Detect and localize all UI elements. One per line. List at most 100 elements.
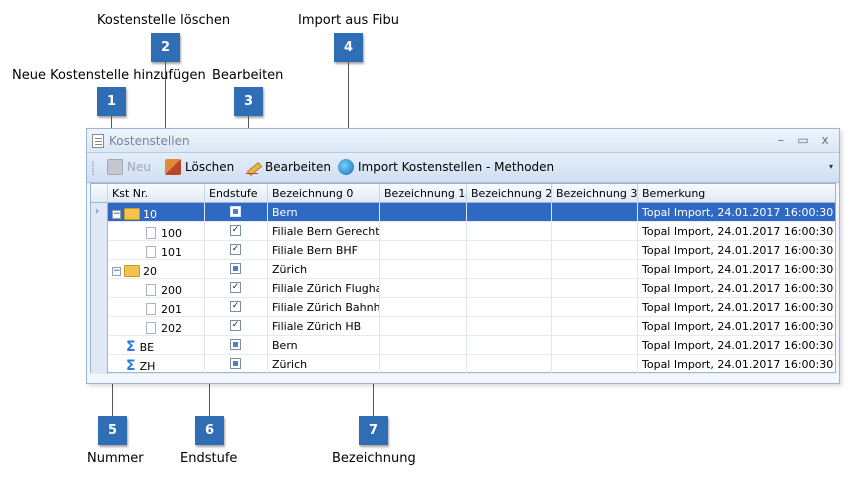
cell-bezeichnung-1[interactable]: [380, 279, 467, 298]
cell-kst-nr[interactable]: 101: [108, 241, 205, 260]
cell-kst-nr[interactable]: 200: [108, 279, 205, 298]
cell-endstufe[interactable]: [205, 203, 268, 222]
endstufe-checkbox[interactable]: ✓: [230, 301, 241, 312]
cell-endstufe[interactable]: [205, 355, 268, 374]
cell-bemerkung[interactable]: Topal Import, 24.01.2017 16:00:30: [642, 263, 834, 276]
cell-bezeichnung-1[interactable]: [380, 317, 467, 336]
cell-bemerkung[interactable]: Topal Import, 24.01.2017 16:00:30: [642, 358, 834, 371]
close-button[interactable]: x: [821, 133, 829, 147]
cell-bezeichnung-3[interactable]: [552, 222, 638, 241]
row-selector[interactable]: [91, 222, 108, 241]
endstufe-checkbox[interactable]: ✓: [230, 244, 241, 255]
row-selector[interactable]: [91, 298, 108, 317]
toolbar-grip[interactable]: [92, 161, 94, 175]
cell-bezeichnung-0[interactable]: Filiale Bern BHF: [268, 241, 380, 260]
edit-button[interactable]: Bearbeiten: [245, 159, 331, 175]
table-row[interactable]: 201✓Filiale Zürich Bahnh...Topal Import,…: [91, 298, 835, 317]
cell-bezeichnung-2[interactable]: [467, 298, 552, 317]
cell-bezeichnung-2[interactable]: [467, 260, 552, 279]
cell-bezeichnung-3[interactable]: [552, 355, 638, 374]
row-selector[interactable]: [91, 317, 108, 336]
title-bar[interactable]: Kostenstellen – ▭ x: [87, 129, 839, 153]
cell-bemerkung[interactable]: Topal Import, 24.01.2017 16:00:30: [642, 282, 834, 295]
cell-bezeichnung-1[interactable]: [380, 203, 467, 222]
cell-bezeichnung-3[interactable]: [552, 298, 638, 317]
column-header-bezeichnung-1[interactable]: Bezeichnung 1: [380, 184, 467, 203]
cell-bezeichnung-1[interactable]: [380, 241, 467, 260]
cell-bemerkung[interactable]: Topal Import, 24.01.2017 16:00:30: [642, 225, 834, 238]
column-header-bezeichnung-0[interactable]: Bezeichnung 0: [268, 184, 380, 203]
endstufe-checkbox[interactable]: ✓: [230, 282, 241, 293]
column-header-bezeichnung-2[interactable]: Bezeichnung 2: [467, 184, 552, 203]
cell-endstufe[interactable]: [205, 260, 268, 279]
table-row[interactable]: −20 Zürich Topal Import, 24.01.2017 16:00:…: [91, 260, 835, 279]
cell-bezeichnung-3[interactable]: [552, 241, 638, 260]
cell-bezeichnung-2[interactable]: [467, 203, 552, 222]
cell-bemerkung[interactable]: Topal Import, 24.01.2017 16:00:30: [642, 339, 834, 352]
table-row[interactable]: 200 ✓ Filiale Zürich Flugha... Topal Import…: [91, 279, 835, 298]
import-button[interactable]: Import Kostenstellen - Methoden: [338, 159, 554, 175]
cell-bezeichnung-3[interactable]: [552, 279, 638, 298]
row-selector[interactable]: ›: [91, 203, 108, 222]
cell-bezeichnung-1[interactable]: [380, 336, 467, 355]
cell-bezeichnung-1[interactable]: [380, 260, 467, 279]
cell-endstufe[interactable]: ✓: [205, 279, 268, 298]
cell-bezeichnung-1[interactable]: [380, 355, 467, 374]
cell-bezeichnung-0[interactable]: Zürich: [268, 355, 380, 374]
row-selector[interactable]: [91, 336, 108, 355]
cell-bezeichnung-3[interactable]: [552, 317, 638, 336]
column-header-bemerkung[interactable]: Bemerkung: [642, 187, 706, 200]
toolbar-overflow-button[interactable]: ▾: [828, 162, 833, 171]
cell-endstufe[interactable]: ✓: [205, 298, 268, 317]
cell-bemerkung[interactable]: Topal Import, 24.01.2017 16:00:30: [642, 320, 834, 333]
cell-bezeichnung-0[interactable]: Bern: [268, 336, 380, 355]
cell-kst-nr[interactable]: 201: [108, 298, 205, 317]
cell-bezeichnung-2[interactable]: [467, 222, 552, 241]
table-row[interactable]: 100✓Filiale Bern Gerechti...Topal Import…: [91, 222, 835, 241]
collapse-toggle-icon[interactable]: −: [112, 208, 121, 219]
cell-bemerkung[interactable]: Topal Import, 24.01.2017 16:00:30: [642, 206, 834, 219]
cell-endstufe[interactable]: [205, 336, 268, 355]
cell-bezeichnung-0[interactable]: Filiale Zürich Flugha...: [268, 279, 380, 298]
endstufe-checkbox[interactable]: [230, 263, 241, 274]
table-row[interactable]: ›−10 Bern Topal Import, 24.01.2017 16:00:3…: [91, 203, 835, 222]
cell-bezeichnung-2[interactable]: [467, 279, 552, 298]
collapse-toggle-icon[interactable]: −: [112, 265, 121, 276]
cell-endstufe[interactable]: ✓: [205, 317, 268, 336]
cell-bezeichnung-3[interactable]: [552, 336, 638, 355]
row-selector[interactable]: [91, 241, 108, 260]
cell-bezeichnung-3[interactable]: [552, 260, 638, 279]
cell-endstufe[interactable]: ✓: [205, 222, 268, 241]
cell-bezeichnung-2[interactable]: [467, 336, 552, 355]
row-selector[interactable]: [91, 355, 108, 374]
endstufe-checkbox[interactable]: ✓: [230, 225, 241, 236]
endstufe-checkbox[interactable]: ✓: [230, 320, 241, 331]
minimize-button[interactable]: –: [778, 133, 784, 147]
endstufe-checkbox[interactable]: [230, 358, 241, 369]
cell-bezeichnung-0[interactable]: Filiale Zürich Bahnh...: [268, 298, 380, 317]
cell-bezeichnung-1[interactable]: [380, 298, 467, 317]
column-header-endstufe[interactable]: Endstufe: [205, 184, 268, 203]
maximize-button[interactable]: ▭: [797, 133, 809, 147]
cell-endstufe[interactable]: ✓: [205, 241, 268, 260]
cell-bezeichnung-0[interactable]: Bern: [268, 203, 380, 222]
endstufe-checkbox[interactable]: [230, 206, 241, 217]
cell-kst-nr[interactable]: −20: [108, 260, 205, 279]
cell-kst-nr[interactable]: −10: [108, 203, 205, 222]
row-selector[interactable]: [91, 279, 108, 298]
cell-bezeichnung-0[interactable]: Filiale Bern Gerechti...: [268, 222, 380, 241]
cell-bezeichnung-2[interactable]: [467, 241, 552, 260]
cell-bezeichnung-1[interactable]: [380, 222, 467, 241]
cell-bezeichnung-0[interactable]: Zürich: [268, 260, 380, 279]
cell-bezeichnung-2[interactable]: [467, 317, 552, 336]
column-header-bezeichnung-3[interactable]: Bezeichnung 3: [552, 184, 638, 203]
new-button[interactable]: Neu: [107, 159, 151, 175]
cell-bezeichnung-3[interactable]: [552, 203, 638, 222]
cell-bezeichnung-2[interactable]: [467, 355, 552, 374]
cell-kst-nr[interactable]: 202: [108, 317, 205, 336]
